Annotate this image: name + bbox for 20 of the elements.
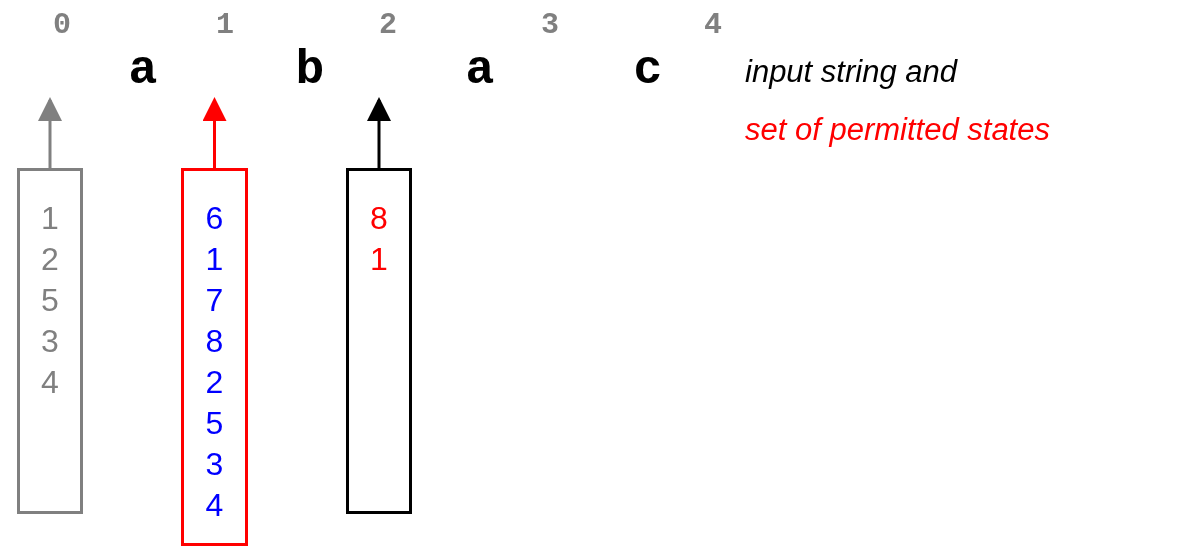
position-number: 2 xyxy=(368,8,408,42)
position-number: 4 xyxy=(693,8,733,42)
state-list: 1 2 5 3 4 xyxy=(41,198,59,403)
position-number: 1 xyxy=(205,8,245,42)
input-character: c xyxy=(632,44,664,96)
state-list: 8 1 xyxy=(370,198,388,280)
state-list: 6 1 7 8 2 5 3 4 xyxy=(205,198,224,526)
state-set-box xyxy=(17,168,83,514)
legend-note: input string and xyxy=(745,54,957,90)
arrow xyxy=(367,97,391,168)
legend-note: set of permitted states xyxy=(745,112,1050,148)
input-character: b xyxy=(294,44,326,96)
position-number: 3 xyxy=(530,8,570,42)
position-number: 0 xyxy=(42,8,82,42)
input-character: a xyxy=(127,44,159,96)
arrow xyxy=(202,97,227,168)
arrow xyxy=(38,97,62,168)
state-set-box xyxy=(181,168,248,546)
state-set-box xyxy=(346,168,412,514)
input-character: a xyxy=(464,44,496,96)
